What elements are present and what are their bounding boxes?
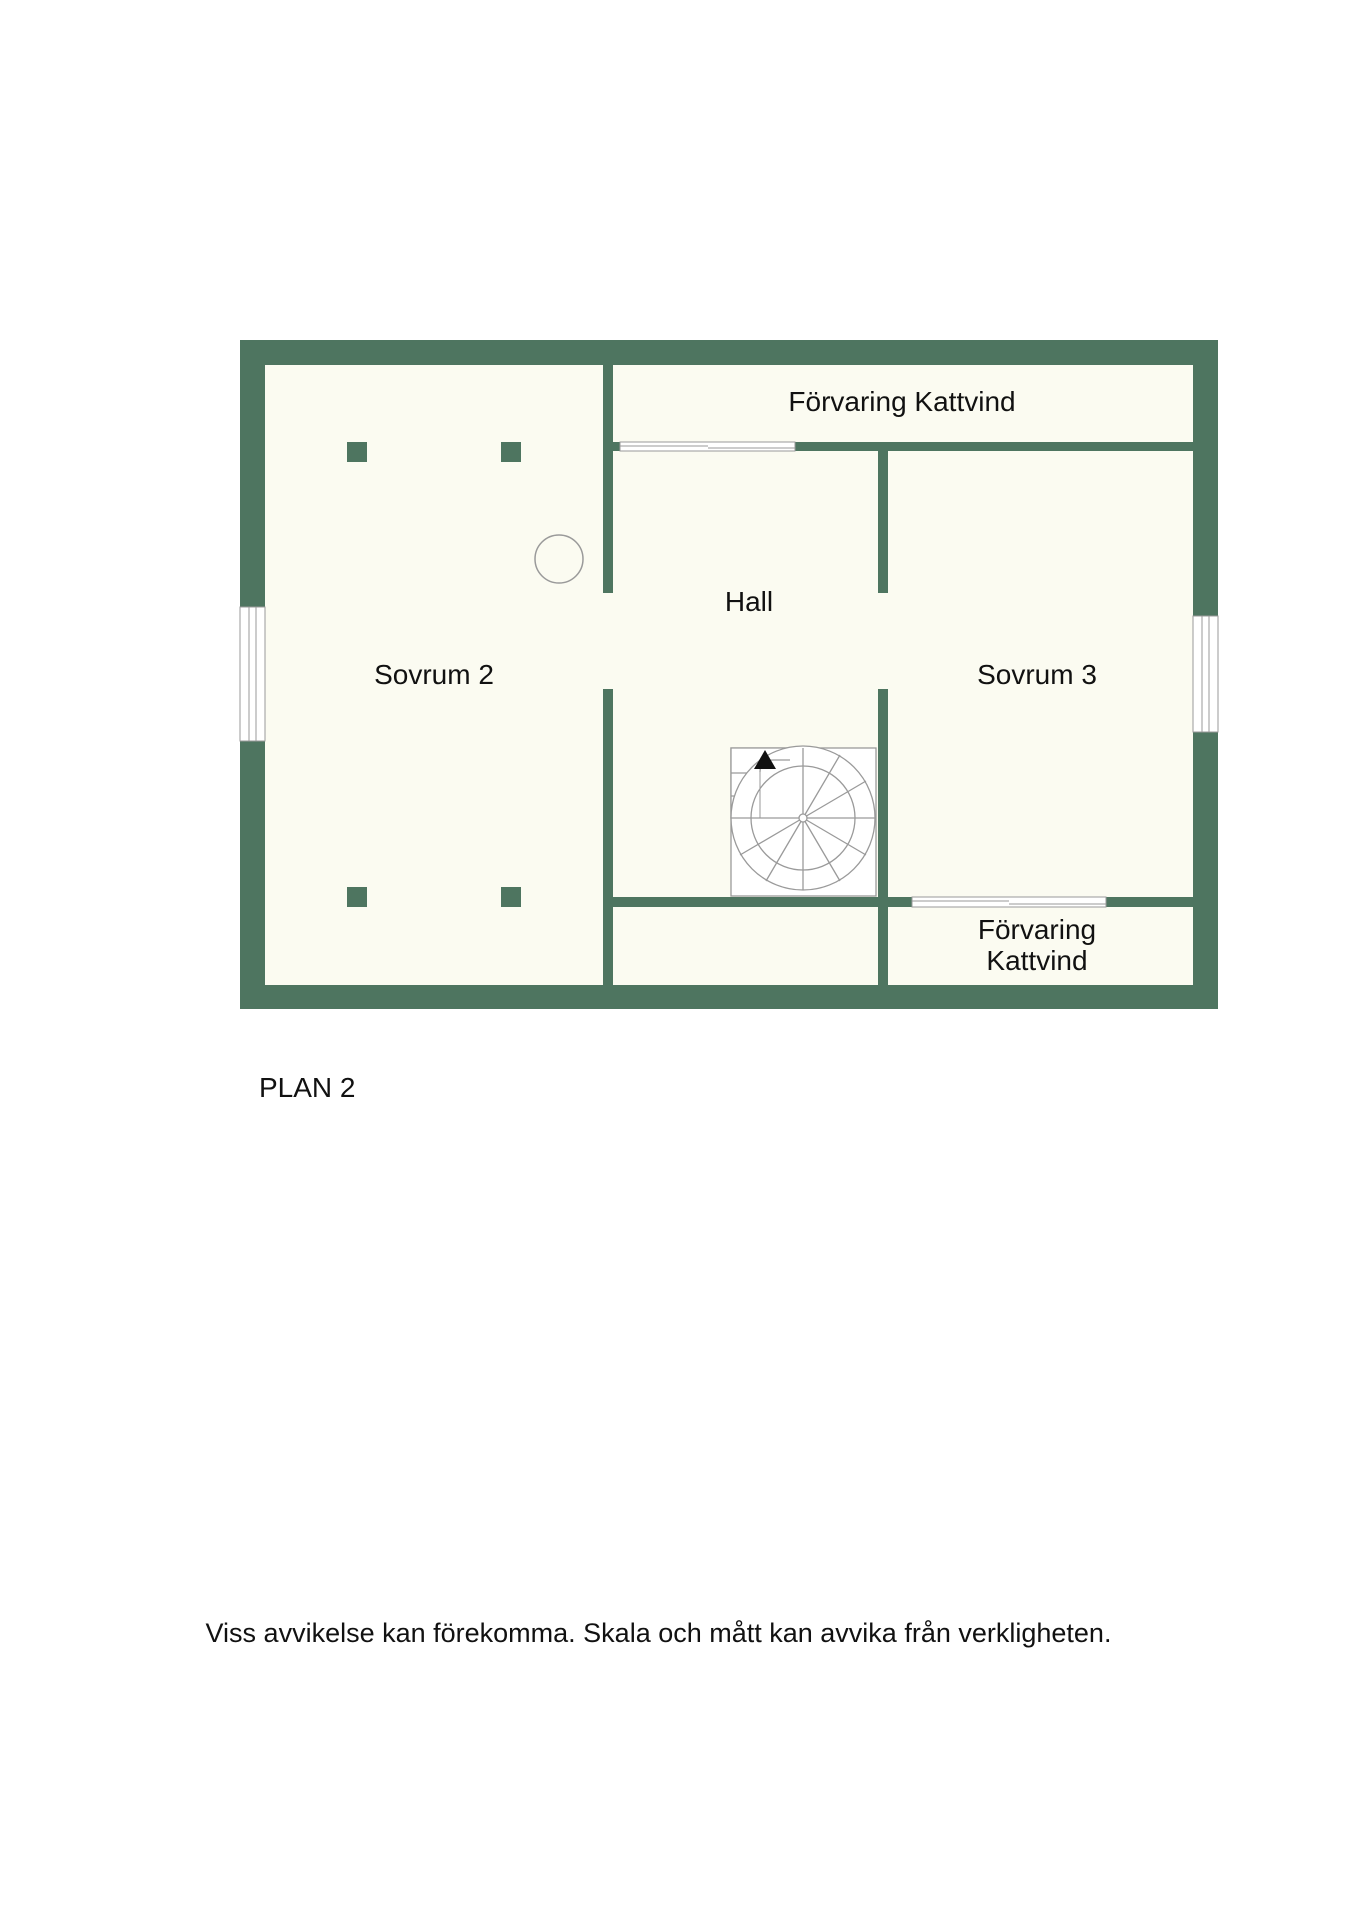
disclaimer-text: Viss avvikelse kan förekomma. Skala och … [205, 1618, 1112, 1648]
label-forvaring-bottom-1: Förvaring [978, 914, 1096, 945]
floor-storage-small [613, 907, 878, 985]
floor-forvaring-bottom [888, 907, 1193, 985]
opening-sovrum2-hall [600, 593, 616, 689]
floor-sovrum-2 [265, 365, 603, 985]
round-chimney [534, 534, 584, 584]
floor-sovrum-3 [888, 451, 1193, 897]
up-arrow-icon [754, 750, 776, 769]
label-sovrum-2: Sovrum 2 [374, 659, 494, 690]
plan-title: PLAN 2 [259, 1072, 356, 1103]
window-left [239, 606, 266, 742]
label-forvaring-bottom-2: Kattvind [986, 945, 1087, 976]
column [501, 887, 521, 907]
sliding-door-bottom [911, 896, 1107, 908]
label-forvaring-top: Förvaring Kattvind [788, 386, 1015, 417]
spiral-staircase [730, 745, 877, 897]
window-right [1192, 615, 1219, 733]
floor-forvaring-top [613, 365, 1193, 442]
column [347, 887, 367, 907]
label-sovrum-3: Sovrum 3 [977, 659, 1097, 690]
column [347, 442, 367, 462]
opening-hall-sovrum3 [875, 593, 891, 689]
label-hall: Hall [725, 586, 773, 617]
column [501, 442, 521, 462]
